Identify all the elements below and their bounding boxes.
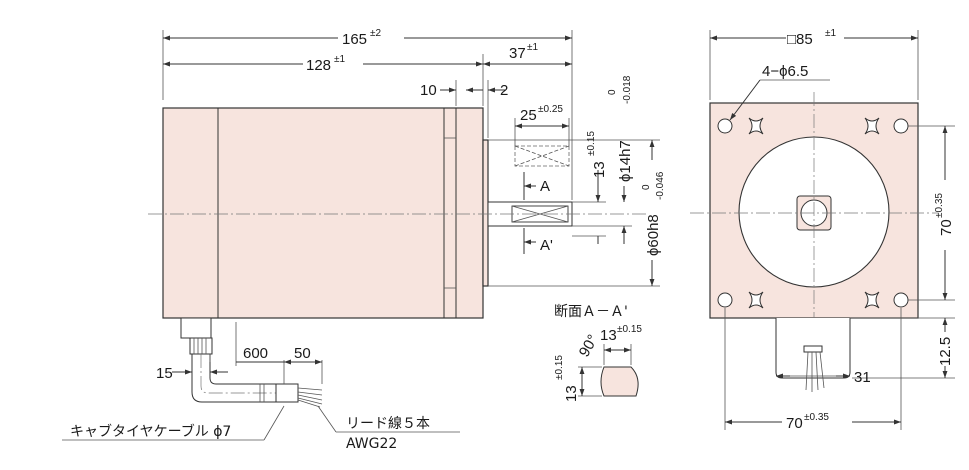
- dim-13-key-tol: ±0.15: [586, 131, 597, 156]
- section-view: 断面Ａ－Ａ' 13 ±0.15 90° 13 ±0.15: [554, 304, 642, 402]
- section-width-tol: ±0.15: [617, 324, 642, 335]
- lead-label: リード線５本: [346, 416, 430, 432]
- dim-10: 10: [420, 82, 437, 99]
- dim-15: 15: [156, 365, 173, 382]
- cable-label: キャブタイヤケーブル ϕ7: [70, 423, 231, 440]
- section-mark-a: A: [540, 178, 550, 195]
- dim-128-tol: ±1: [334, 54, 345, 65]
- dim-600: 600: [243, 345, 268, 362]
- section-height: 13: [563, 385, 580, 402]
- motor-body: [162, 107, 484, 319]
- section-title: 断面Ａ－Ａ': [554, 304, 628, 320]
- dim-128: 128: [306, 57, 331, 74]
- dim-12-5: 12.5: [937, 337, 954, 366]
- dim-70-vertical: 70: [938, 219, 955, 236]
- mount-holes: [717, 117, 909, 309]
- cable: [180, 317, 323, 408]
- dim-phi14h7-tol-upper: 0: [607, 89, 618, 95]
- dim-37: 37: [509, 45, 526, 62]
- dim-phi14h7: ϕ14h7: [617, 140, 634, 182]
- dim-phi14h7-tol-lower: -0.018: [622, 75, 633, 104]
- dim-2: 2: [500, 82, 508, 99]
- key-hidden: [514, 145, 570, 167]
- section-angle: 90°: [576, 332, 602, 360]
- awg-label: AWG22: [346, 436, 397, 452]
- holes-label: 4−ϕ6.5: [762, 63, 808, 80]
- dim-50: 50: [294, 345, 311, 362]
- section-width: 13: [600, 327, 617, 344]
- dim-165-tol: ±2: [370, 28, 381, 39]
- dim-70-horizontal-tol: ±0.35: [804, 412, 829, 423]
- dim-70-horizontal: 70: [786, 415, 803, 432]
- dim-13-key: 13: [591, 161, 608, 178]
- pilot: [482, 139, 489, 287]
- dim-phi60h8: ϕ60h8: [645, 214, 662, 256]
- dim-85-tol: ±1: [825, 28, 836, 39]
- dim-165: 165: [342, 31, 367, 48]
- dim-70-vertical-tol: ±0.35: [934, 193, 945, 218]
- dim-25-tol: ±0.25: [538, 104, 563, 115]
- dim-25: 25: [520, 107, 537, 124]
- dim-31: 31: [854, 369, 871, 386]
- side-view: 165 ±2 128 ±1 37 ±1 10 2 25 ±0.25 A A': [62, 28, 666, 452]
- section-shape: [600, 366, 639, 397]
- dim-37-tol: ±1: [527, 42, 538, 53]
- dim-85: □85: [787, 31, 813, 48]
- front-view: □85 ±1 4−ϕ6.5 70 ±0.35 12.5 31 70 ±0.35: [690, 28, 956, 432]
- dim-phi60h8-tol-upper: 0: [641, 184, 652, 190]
- section-height-tol: ±0.15: [554, 355, 565, 380]
- section-mark-a-prime: A': [540, 237, 553, 254]
- dim-phi60h8-tol-lower: -0.046: [655, 171, 666, 200]
